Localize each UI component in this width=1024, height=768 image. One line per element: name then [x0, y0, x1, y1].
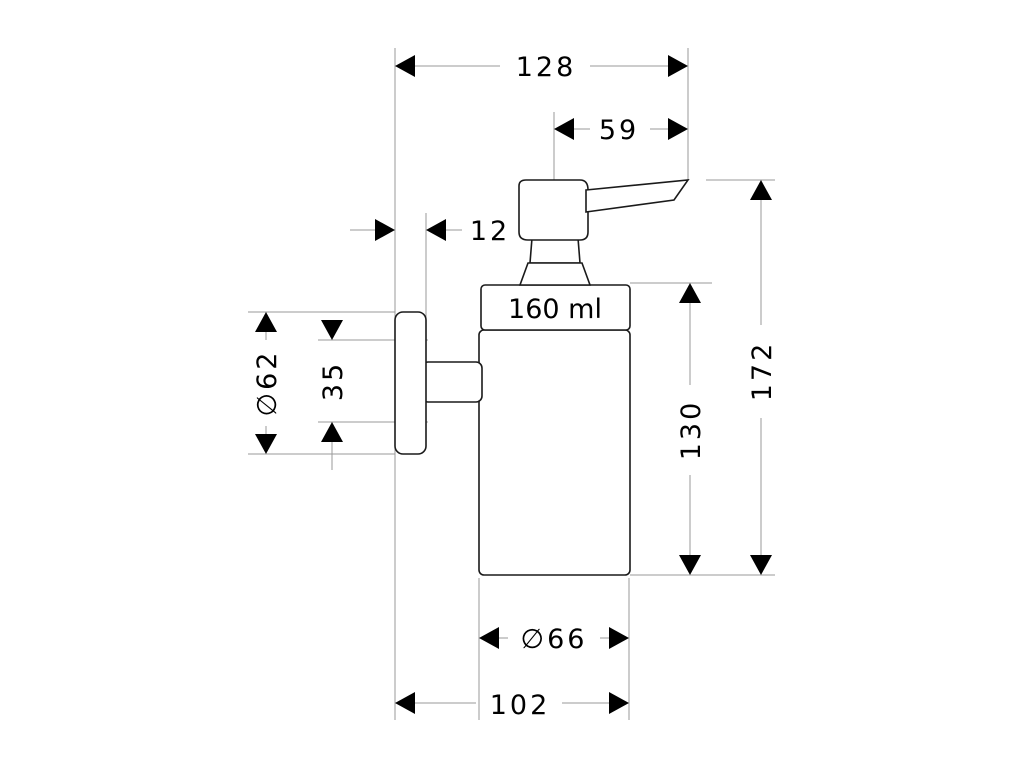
arrow-66-right: [609, 627, 629, 649]
dim-spout-width: 59: [599, 115, 639, 146]
arrow-66-left: [479, 627, 499, 649]
arrow-128-left: [395, 55, 415, 77]
dimension-labels: 128 59 12 160 ml ∅66 102 172 130 ∅62 35: [252, 52, 778, 721]
wall-flange: [394, 311, 427, 455]
arrow-102-right: [609, 692, 629, 714]
arrow-35-top: [321, 320, 343, 340]
capacity-label: 160 ml: [508, 294, 602, 325]
pump-collar: [518, 262, 592, 286]
arrow-59-right: [668, 118, 688, 140]
arrow-62-bottom: [255, 434, 277, 454]
arrow-59-left: [554, 118, 574, 140]
container-body: [478, 329, 631, 576]
dim-flange-diameter: ∅62: [252, 350, 283, 417]
dim-container-height: 130: [676, 400, 707, 461]
dim-wall-gap: 12: [470, 216, 510, 247]
arrowheads: [255, 55, 772, 714]
arrow-128-right: [668, 55, 688, 77]
wall-mount-arm: [421, 361, 483, 403]
spout-lever: [585, 179, 690, 213]
dim-container-diameter: ∅66: [521, 624, 588, 655]
arrow-12-left: [375, 219, 395, 241]
arrow-102-left: [395, 692, 415, 714]
dim-projection-depth: 102: [490, 690, 551, 721]
arrow-130-bottom: [679, 555, 701, 575]
soap-dispenser-outline: [394, 179, 690, 576]
arrow-62-top: [255, 312, 277, 332]
arrow-35-bottom: [321, 422, 343, 442]
arrow-130-top: [679, 283, 701, 303]
arrow-172-top: [750, 180, 772, 200]
arrow-12-right: [426, 219, 446, 241]
arrow-172-bottom: [750, 555, 772, 575]
dim-total-height: 172: [747, 341, 778, 402]
pump-neck: [529, 237, 581, 264]
dim-overall-width: 128: [516, 52, 577, 83]
dim-arm-height: 35: [318, 361, 349, 401]
pump-head: [518, 179, 589, 241]
